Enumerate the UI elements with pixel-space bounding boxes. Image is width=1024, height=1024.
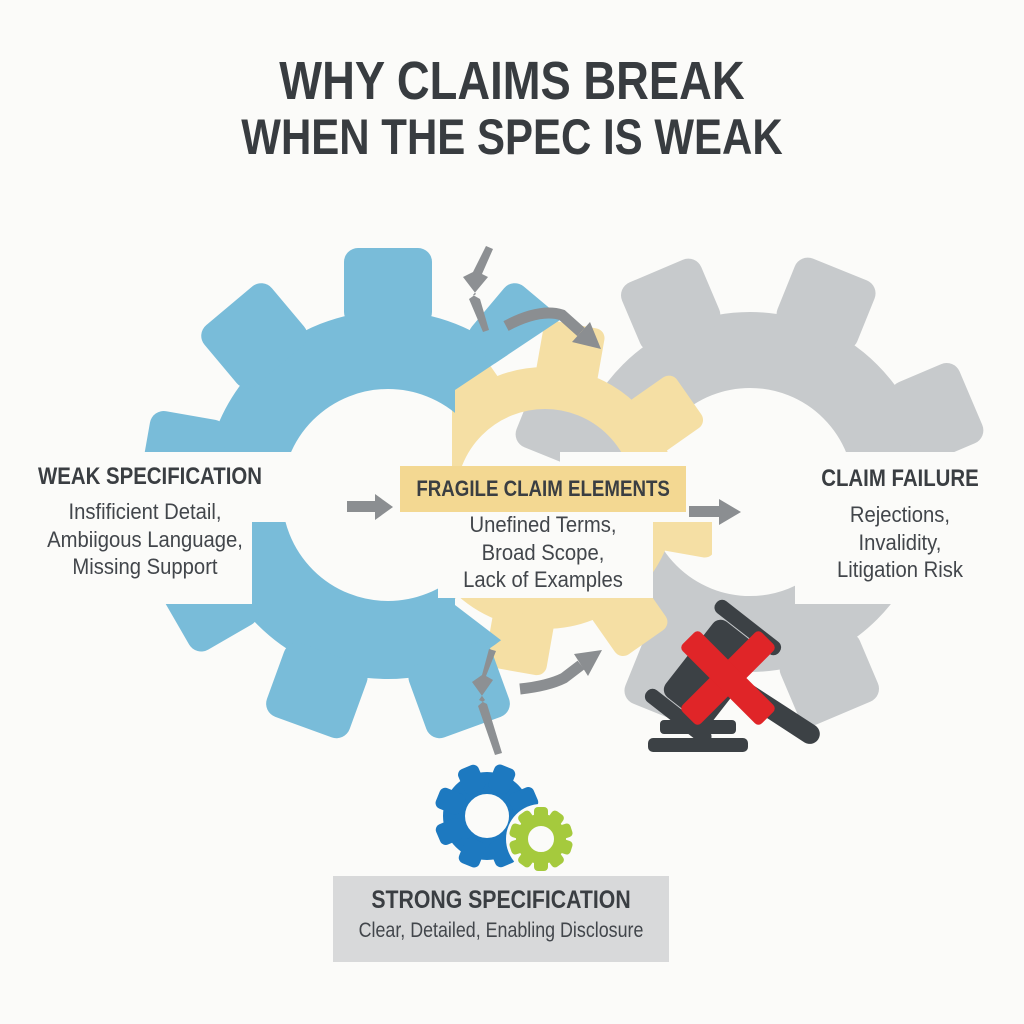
stage-claim-failure-title: CLAIM FAILURE	[821, 465, 979, 492]
stage-fragile-claim-elements-details: Unefined Terms, Broad Scope, Lack of Exa…	[428, 511, 658, 594]
detail-line: Lack of Examples	[463, 567, 623, 592]
stage-weak-specification-title: WEAK SPECIFICATION	[37, 463, 263, 490]
arrow-right-icon	[689, 499, 741, 525]
bent-arrow-icon	[503, 307, 601, 349]
stage-weak-specification-details: Insfificient Detail, Ambiigous Language,…	[12, 498, 279, 581]
detail-line: Litigation Risk	[836, 557, 963, 582]
title-line-1: WHY CLAIMS BREAK	[279, 51, 745, 111]
arrow-right-icon	[347, 494, 393, 520]
gavel-crossed-out-icon	[644, 599, 820, 752]
detail-line: Invalidity,	[858, 529, 942, 555]
title-line-2: WHEN THE SPEC IS WEAK	[241, 109, 783, 165]
detail-line: Rejections,	[849, 502, 951, 527]
stage-fragile-claim-elements-title: FRAGILE CLAIM ELEMENTS	[416, 476, 670, 501]
detail-line: Ambiigous Language,	[47, 526, 243, 552]
text-corridors	[0, 452, 1024, 604]
blue-green-gears-icon	[435, 764, 576, 874]
detail-line: Missing Support	[72, 554, 218, 579]
crack-bolt-icon	[472, 649, 502, 755]
stage-claim-failure-details: Rejections, Invalidity, Litigation Risk	[803, 501, 996, 584]
crack-bolt-icon	[463, 246, 493, 332]
detail-line: Broad Scope,	[481, 539, 605, 565]
bent-arrow-icon	[519, 650, 602, 695]
strong-specification-box: STRONG SPECIFICATION Clear, Detailed, En…	[333, 876, 669, 962]
fragile-claim-elements-band: FRAGILE CLAIM ELEMENTS	[400, 466, 686, 512]
strong-specification-subtitle: Clear, Detailed, Enabling Disclosure	[358, 919, 644, 942]
red-x-icon	[681, 631, 775, 725]
detail-line: Unefined Terms,	[469, 512, 617, 537]
page-title: WHY CLAIMS BREAK WHEN THE SPEC IS WEAK	[82, 52, 942, 164]
detail-line: Insfificient Detail,	[68, 499, 222, 524]
strong-specification-title: STRONG SPECIFICATION	[371, 886, 631, 914]
